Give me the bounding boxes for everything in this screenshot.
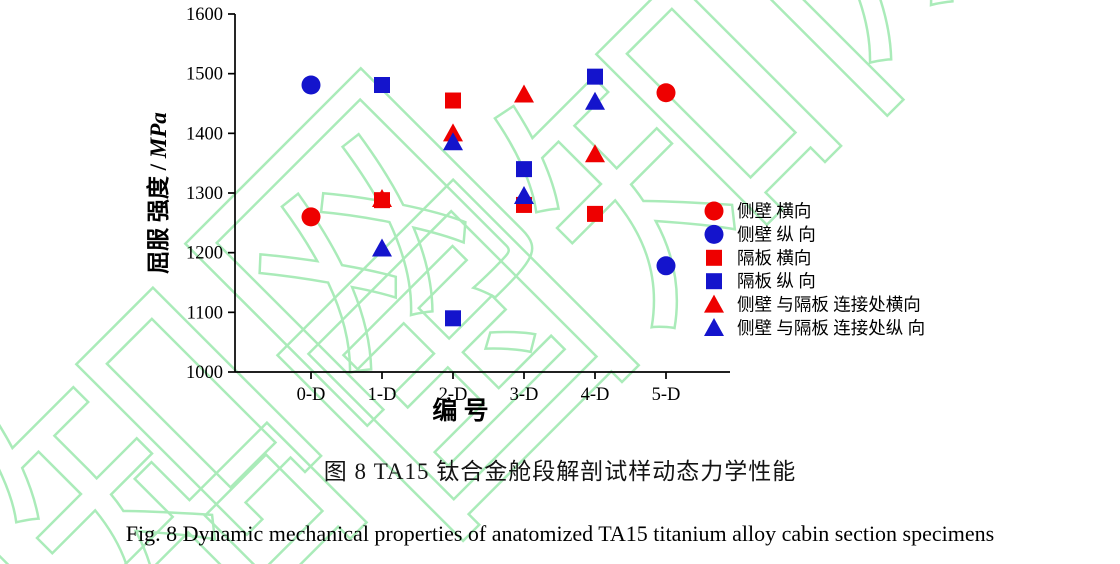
marker-triangle bbox=[585, 144, 605, 163]
legend-label: 侧壁 与隔板 连接处横向 bbox=[737, 295, 921, 315]
marker-triangle bbox=[585, 91, 605, 110]
marker-square bbox=[374, 77, 390, 94]
y-axis-title: 屈服 强度 / MPa bbox=[145, 112, 171, 274]
legend-item: 侧壁 横向 bbox=[704, 201, 811, 221]
marker-circle bbox=[704, 201, 724, 221]
marker-square bbox=[445, 92, 461, 109]
legend-label: 隔板 横向 bbox=[737, 248, 811, 268]
marker-square bbox=[587, 68, 603, 85]
x-tick-labels: 0-D 1-D 2-D 3-D 4-D 5-D bbox=[297, 385, 681, 405]
marker-square bbox=[516, 161, 532, 178]
marker-circle bbox=[301, 207, 321, 227]
y-tick-label: 1300 bbox=[186, 184, 223, 204]
marker-circle bbox=[704, 224, 724, 244]
marker-square bbox=[587, 205, 603, 222]
x-tick-label: 3-D bbox=[510, 385, 539, 405]
y-tick-label: 1000 bbox=[186, 363, 223, 383]
legend-label: 侧壁 横向 bbox=[737, 201, 811, 221]
series-5 bbox=[372, 91, 605, 257]
marker-circle bbox=[656, 256, 676, 276]
x-tick-label: 0-D bbox=[297, 385, 326, 405]
x-tick-label: 1-D bbox=[368, 385, 397, 405]
x-tick-label: 2-D bbox=[439, 385, 468, 405]
x-tick-label: 5-D bbox=[652, 385, 681, 405]
series-0 bbox=[301, 83, 676, 227]
axes bbox=[228, 13, 730, 379]
marker-circle bbox=[656, 83, 676, 103]
legend-item: 侧壁 纵 向 bbox=[704, 224, 816, 244]
legend-item: 侧壁 与隔板 连接处纵 向 bbox=[704, 318, 925, 338]
series-2 bbox=[374, 92, 603, 222]
legend-label: 侧壁 纵 向 bbox=[737, 224, 816, 244]
x-axis-title: 编 号 bbox=[432, 396, 488, 425]
marker-triangle bbox=[704, 294, 724, 313]
marker-triangle bbox=[514, 84, 534, 103]
scatter-chart: 1000 1100 1200 1300 1400 1500 1600 0-D 1-D 2-D 3-D… bbox=[145, 5, 925, 425]
marker-triangle bbox=[372, 188, 392, 207]
y-tick-label: 1200 bbox=[186, 244, 223, 264]
legend-item: 侧壁 与隔板 连接处横向 bbox=[704, 294, 921, 315]
legend-item: 隔板 纵 向 bbox=[706, 271, 816, 291]
x-tick-label: 4-D bbox=[581, 385, 610, 405]
y-tick-labels: 1000 1100 1200 1300 1400 1500 1600 bbox=[186, 5, 223, 383]
marker-triangle bbox=[514, 185, 534, 204]
y-tick-label: 1600 bbox=[186, 5, 223, 25]
marker-triangle bbox=[443, 132, 463, 151]
data-points bbox=[301, 68, 676, 327]
marker-triangle bbox=[704, 318, 724, 336]
marker-square bbox=[706, 249, 722, 266]
marker-square bbox=[706, 273, 722, 290]
series-1 bbox=[301, 75, 676, 276]
legend-label: 隔板 纵 向 bbox=[737, 271, 816, 291]
legend-label: 侧壁 与隔板 连接处纵 向 bbox=[737, 318, 925, 338]
legend-item: 隔板 横向 bbox=[706, 248, 811, 268]
caption-english: Fig. 8 Dynamic mechanical properties of … bbox=[125, 521, 995, 546]
series-3 bbox=[374, 68, 603, 327]
marker-circle bbox=[301, 75, 321, 95]
y-tick-label: 1100 bbox=[187, 303, 223, 323]
y-tick-label: 1400 bbox=[186, 124, 223, 144]
caption-chinese: 图 8 TA15 钛合金舱段解剖试样动态力学性能 bbox=[323, 459, 797, 484]
marker-square bbox=[445, 310, 461, 327]
series-4 bbox=[372, 84, 605, 207]
marker-triangle bbox=[372, 238, 392, 257]
y-tick-label: 1500 bbox=[186, 65, 223, 85]
